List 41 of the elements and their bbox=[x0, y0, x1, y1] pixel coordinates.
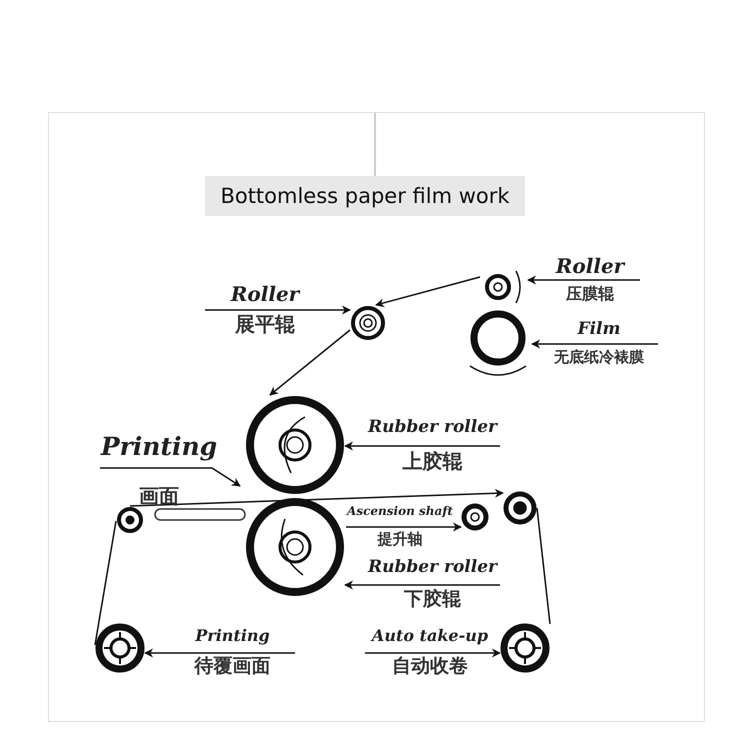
title-banner: Bottomless paper film work bbox=[205, 176, 525, 216]
rubber-roller bbox=[245, 395, 345, 495]
film-path bbox=[269, 329, 350, 396]
ascension-shaft bbox=[461, 503, 489, 531]
rubber-roller bbox=[245, 497, 345, 597]
chinese-label: 压膜辊 bbox=[566, 286, 614, 302]
leader-arrow bbox=[344, 442, 500, 450]
leader-arrow bbox=[527, 276, 640, 284]
chinese-label: 自动收卷 bbox=[392, 657, 468, 676]
callout-label: Rubber roller bbox=[368, 559, 497, 576]
leader-arrow bbox=[531, 340, 658, 348]
guide-roller bbox=[116, 506, 144, 534]
spreader-roller bbox=[350, 305, 386, 341]
chinese-label: 展平辊 bbox=[235, 314, 295, 334]
film-path bbox=[375, 276, 480, 308]
leader-arrow bbox=[344, 580, 500, 590]
chinese-label: 下胶辊 bbox=[404, 590, 461, 609]
chinese-label: 上胶辊 bbox=[402, 451, 462, 471]
leader-arrow bbox=[100, 467, 241, 487]
chinese-label: 画面 bbox=[139, 486, 179, 506]
chinese-label: 提升轴 bbox=[378, 532, 422, 547]
reel-roller bbox=[95, 623, 145, 673]
leader-arrow bbox=[365, 648, 501, 658]
callout-label: Roller bbox=[230, 284, 300, 304]
callout-label: Printing bbox=[195, 628, 270, 644]
callout-label: Film bbox=[578, 321, 620, 338]
web-path bbox=[130, 488, 504, 507]
callout-label: Auto take-up bbox=[372, 628, 488, 644]
reel-roller bbox=[500, 623, 550, 673]
web-path bbox=[536, 508, 551, 624]
guide-roller bbox=[503, 491, 537, 525]
callout-label: Ascension shaft bbox=[347, 505, 453, 517]
callout-label: Printing bbox=[100, 434, 218, 459]
web-path bbox=[94, 520, 117, 646]
callout-label: Rubber roller bbox=[368, 419, 497, 436]
callout-label: Roller bbox=[556, 256, 624, 276]
chinese-label: 待覆画面 bbox=[194, 657, 270, 676]
leader-arrow bbox=[144, 648, 295, 658]
leader-arrow bbox=[205, 306, 351, 314]
chinese-label: 无底纸冷裱膜 bbox=[554, 350, 644, 365]
leader-arrow bbox=[346, 522, 462, 532]
